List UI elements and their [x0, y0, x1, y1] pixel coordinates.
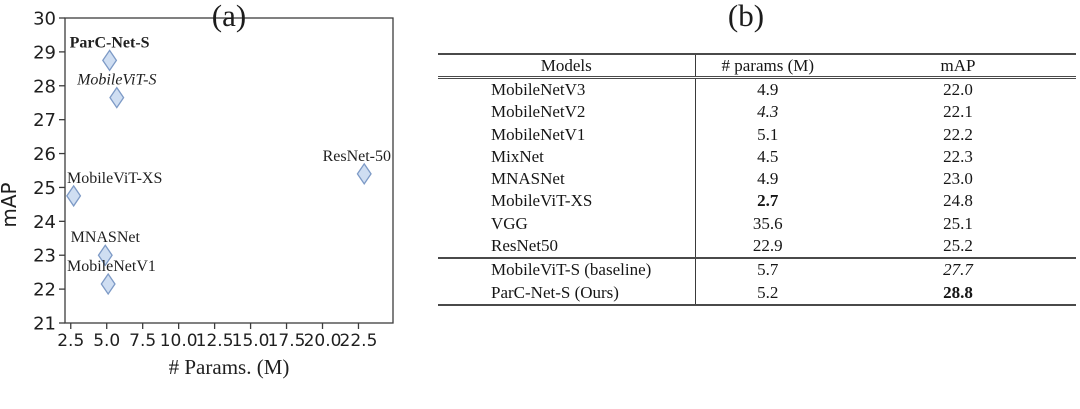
- y-tick-label: 27: [33, 110, 56, 131]
- data-point-marker: [356, 162, 372, 186]
- caption-a: (a): [211, 0, 247, 33]
- x-tick-label: 15.0: [232, 331, 270, 351]
- x-tick-label: 2.5: [57, 331, 84, 351]
- cell-map: 25.1: [943, 213, 973, 233]
- cell-params: 5.2: [757, 282, 779, 302]
- cell-model: MobileViT-XS: [438, 190, 696, 213]
- x-tick-label: 7.5: [129, 331, 156, 351]
- cell-map: 28.8: [943, 282, 973, 302]
- table-row: MixNet 4.5 22.3: [438, 145, 1076, 169]
- cell-model: ResNet50: [438, 235, 696, 259]
- x-tick-label: 10.0: [160, 331, 198, 351]
- cell-model: MobileViT-S (baseline): [438, 257, 696, 282]
- data-point-marker: [100, 272, 116, 296]
- data-point-label: MobileNetV1: [67, 258, 156, 275]
- y-tick-label: 28: [33, 76, 56, 97]
- cell-params: 4.3: [757, 102, 779, 122]
- cell-params: 5.1: [757, 124, 779, 144]
- cell-model: MNASNet: [438, 168, 696, 191]
- cell-params: 2.7: [757, 191, 779, 211]
- data-point-marker: [97, 244, 113, 267]
- cell-map: 23.0: [943, 169, 973, 189]
- y-tick-label: 23: [33, 246, 56, 267]
- cell-model: MobileNetV2: [438, 101, 696, 124]
- data-point-label: MobileViT-S: [76, 72, 156, 89]
- table-panel: Models # params (M) mAP MobileNetV3 4.9 22…: [438, 53, 1076, 306]
- table-row: MobileNetV3 4.9 22.0: [438, 77, 1076, 102]
- cell-model: ParC-Net-S (Ours): [438, 281, 696, 305]
- table-row: MNASNet 4.9 23.0: [438, 168, 1076, 191]
- results-table: Models # params (M) mAP MobileNetV3 4.9 22…: [438, 53, 1076, 306]
- y-tick-label: 25: [33, 178, 56, 199]
- x-tick-label: 12.5: [196, 331, 234, 351]
- cell-map: 24.8: [943, 191, 973, 211]
- cell-params: 5.7: [695, 257, 840, 282]
- y-tick-label: 21: [33, 313, 56, 334]
- data-point-label: ParC-Net-S: [70, 34, 150, 51]
- cell-map: 27.7: [840, 257, 1076, 282]
- table-row: ResNet50 22.9 25.2: [438, 235, 1076, 259]
- caption-b: (b): [727, 0, 765, 33]
- cell-params: 4.9: [757, 169, 779, 189]
- x-tick-label: 20.0: [304, 331, 342, 351]
- cell-map: 22.1: [943, 102, 973, 122]
- cell-params: 4.5: [757, 146, 779, 166]
- cell-params: 35.6: [752, 213, 783, 233]
- cell-params: 22.9: [752, 236, 783, 256]
- data-point-label: MobileViT-XS: [67, 170, 162, 187]
- cell-model: MixNet: [438, 145, 696, 169]
- y-tick-label: 26: [33, 144, 56, 165]
- cell-map: 25.2: [943, 236, 973, 256]
- x-tick-label: 5.0: [93, 331, 120, 351]
- table-row: MobileNetV1 5.1 22.2: [438, 123, 1076, 146]
- x-tick-label: 17.5: [268, 331, 306, 351]
- cell-model: MobileNetV3: [438, 77, 696, 102]
- table-row: MobileNetV2 4.3 22.1: [438, 101, 1076, 124]
- cell-map: 22.3: [943, 146, 973, 166]
- col-header-params: # params (M): [695, 54, 840, 79]
- table-row: ParC-Net-S (Ours) 5.2 28.8: [438, 281, 1076, 305]
- cell-model: VGG: [438, 212, 696, 236]
- data-point-label: ResNet-50: [323, 148, 391, 165]
- y-tick-label: 29: [33, 42, 56, 63]
- x-tick-label: 22.5: [340, 331, 378, 351]
- col-header-map: mAP: [840, 54, 1076, 79]
- cell-params: 4.9: [757, 80, 779, 99]
- x-axis-label: # Params. (M): [169, 355, 290, 379]
- table-row: MobileViT-XS 2.7 24.8: [438, 190, 1076, 213]
- cell-model: MobileNetV1: [438, 123, 696, 146]
- table-row: VGG 35.6 25.1: [438, 212, 1076, 236]
- col-header-models: Models: [438, 54, 696, 79]
- y-tick-label: 30: [33, 8, 56, 29]
- y-axis-label: mAP: [0, 182, 21, 227]
- data-point-marker: [66, 184, 82, 208]
- data-point-label: MNASNet: [71, 229, 141, 246]
- axes-box: [64, 17, 394, 324]
- cell-map: 22.2: [943, 124, 973, 144]
- table-header-row: Models # params (M) mAP: [438, 54, 1076, 79]
- cell-map: 22.0: [943, 80, 973, 99]
- y-tick-label: 22: [33, 280, 56, 301]
- data-point-marker: [109, 86, 125, 109]
- data-point-marker: [102, 49, 118, 72]
- y-tick-label: 24: [33, 212, 56, 233]
